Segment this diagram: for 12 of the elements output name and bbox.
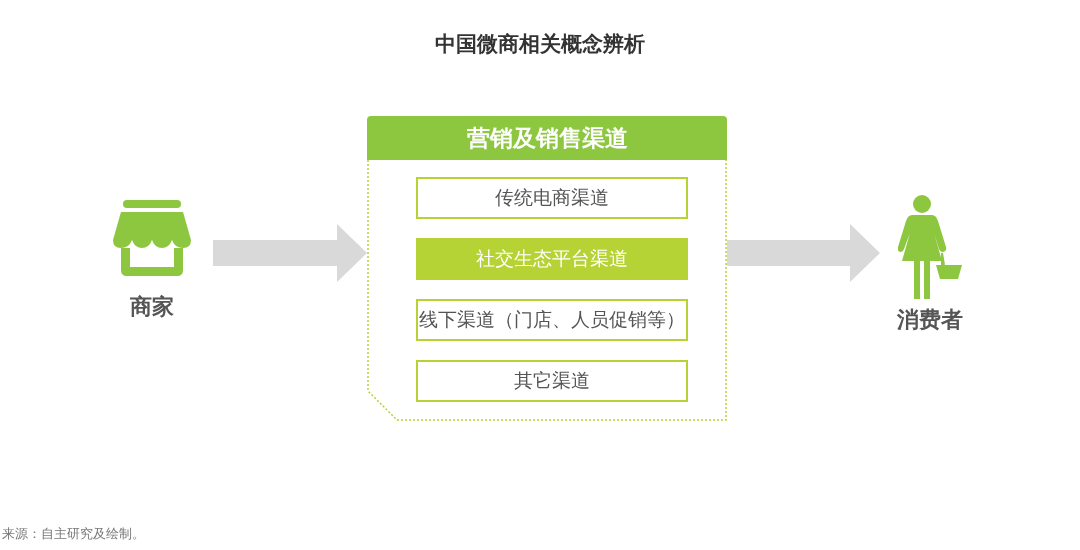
- channel-box: 其它渠道: [416, 360, 688, 402]
- channel-box: 传统电商渠道: [416, 177, 688, 219]
- panel-header: 营销及销售渠道: [367, 116, 727, 160]
- node-label: 商家: [129, 296, 174, 318]
- source-note: 来源：自主研究及绘制。: [2, 525, 145, 543]
- channel-panel: [367, 116, 727, 421]
- channel-box: 社交生态平台渠道: [416, 238, 688, 280]
- node-label: 消费者: [897, 309, 963, 331]
- block-arrow: [727, 224, 880, 282]
- channel-box: 线下渠道（门店、人员促销等）: [416, 299, 688, 341]
- block-arrow: [213, 224, 367, 282]
- diagram-title: 中国微商相关概念辨析: [435, 31, 645, 57]
